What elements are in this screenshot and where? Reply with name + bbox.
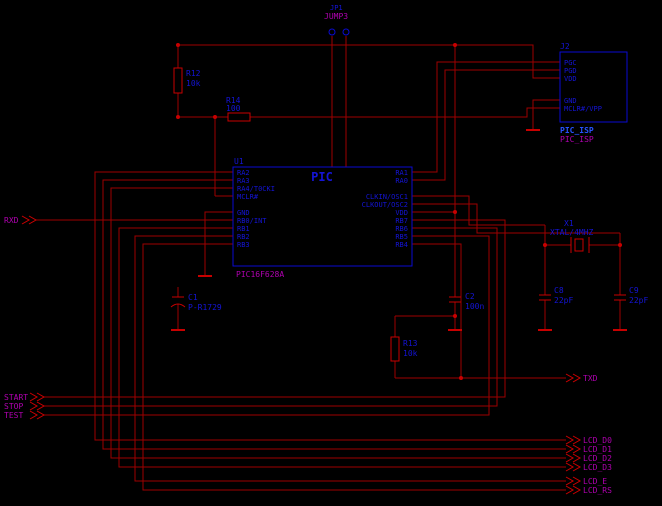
net-label-start: START <box>4 393 28 402</box>
net-label-stop: STOP <box>4 402 23 411</box>
text-layer: JP1 JUMP3 U1 PIC PIC16F628A RA2 RA3 RA4/… <box>4 4 648 495</box>
isp-name: PIC_ISP <box>560 126 594 135</box>
net-arrow-lcd-rs <box>565 485 582 495</box>
jumper-designator: JP1 <box>330 4 343 12</box>
pin-label-rb3: RB3 <box>237 241 250 249</box>
pin-label-rb0: RB0/INT <box>237 217 267 225</box>
r12-value: 10k <box>186 79 201 88</box>
net-arrow-rxd <box>21 215 38 225</box>
jumper-JP1 <box>328 28 350 36</box>
jumper-pin-icon <box>342 28 350 36</box>
net-arrow-lcd-d3 <box>565 462 582 472</box>
x1-value: XTAL/4MHZ <box>550 228 594 237</box>
mcu-value: PIC16F628A <box>236 270 284 279</box>
pin-label-ra3: RA3 <box>237 177 250 185</box>
ground-symbols <box>171 129 627 331</box>
c9-designator: C9 <box>629 286 639 295</box>
net-arrow-test <box>29 410 46 420</box>
capacitor-C1 <box>170 296 186 308</box>
capacitor-C2 <box>449 296 461 303</box>
isp-pin-mclr: MCLR#/VPP <box>564 105 602 113</box>
c2-designator: C2 <box>465 292 475 301</box>
wire-layer <box>36 36 621 491</box>
isp-designator: J2 <box>560 42 570 51</box>
net-arrow-txd <box>565 373 582 383</box>
mcu-body <box>232 166 413 267</box>
net-label-lcd-d0: LCD_D0 <box>583 436 612 445</box>
isp-pin-vdd: VDD <box>564 75 577 83</box>
c8-designator: C8 <box>554 286 564 295</box>
net-label-lcd-d1: LCD_D1 <box>583 445 612 454</box>
jumper-value: JUMP3 <box>324 12 348 21</box>
net-label-test: TEST <box>4 411 23 420</box>
pin-label-rb1: RB1 <box>237 225 250 233</box>
pin-label-vdd: VDD <box>395 209 408 217</box>
resistor-R12 <box>173 67 183 94</box>
pin-label-rb7: RB7 <box>395 217 408 225</box>
r14-designator: R14 <box>226 96 241 105</box>
pin-label-mclr: MCLR# <box>237 193 259 201</box>
net-label-lcd-d2: LCD_D2 <box>583 454 612 463</box>
c1-designator: C1 <box>188 293 198 302</box>
net-arrow-stop <box>29 401 46 411</box>
net-label-lcd-e: LCD_E <box>583 477 607 486</box>
pin-label-clkout: CLKOUT/OSC2 <box>362 201 408 209</box>
pin-label-ra2: RA2 <box>237 169 250 177</box>
jumper-pin-icon <box>328 28 336 36</box>
c8-value: 22pF <box>554 296 573 305</box>
isp-connector-body <box>559 51 628 123</box>
net-arrow-start <box>29 392 46 402</box>
isp-value: PIC_ISP <box>560 135 594 144</box>
mcu-designator: U1 <box>234 157 244 166</box>
r13-value: 10k <box>403 349 418 358</box>
net-label-txd: TXD <box>583 374 598 383</box>
net-label-rxd: RXD <box>4 216 19 225</box>
mcu-title: PIC <box>311 170 333 184</box>
capacitor-C8 <box>539 294 551 301</box>
junction-dots <box>176 43 622 380</box>
pin-label-rb6: RB6 <box>395 225 408 233</box>
pin-label-ra4: RA4/T0CKI <box>237 185 275 193</box>
pin-label-gnd: GND <box>237 209 250 217</box>
capacitor-C9 <box>614 294 626 301</box>
x1-designator: X1 <box>564 219 574 228</box>
r14-value: 100 <box>226 104 241 113</box>
pin-label-rb5: RB5 <box>395 233 408 241</box>
pin-label-ra0: RA0 <box>395 177 408 185</box>
isp-pin-pgd: PGD <box>564 67 577 75</box>
isp-pin-pgc: PGC <box>564 59 577 67</box>
r12-designator: R12 <box>186 69 201 78</box>
r13-designator: R13 <box>403 339 418 348</box>
resistor-R14 <box>227 112 251 122</box>
net-label-lcd-rs: LCD_RS <box>583 486 612 495</box>
crystal-X1 <box>570 237 590 253</box>
net-arrows <box>21 215 582 495</box>
net-arrow-lcd-d0 <box>565 435 582 445</box>
pin-label-clkin: CLKIN/OSC1 <box>366 193 408 201</box>
pin-label-ra1: RA1 <box>395 169 408 177</box>
net-arrow-lcd-d2 <box>565 453 582 463</box>
pin-label-rb2: RB2 <box>237 233 250 241</box>
c2-value: 100n <box>465 302 484 311</box>
pin-label-rb4: RB4 <box>395 241 408 249</box>
resistor-R13 <box>390 336 400 362</box>
c9-value: 22pF <box>629 296 648 305</box>
net-arrow-lcd-e <box>565 476 582 486</box>
net-arrow-lcd-d1 <box>565 444 582 454</box>
net-label-lcd-d3: LCD_D3 <box>583 463 612 472</box>
c1-value: P-R1729 <box>188 303 222 312</box>
isp-pin-gnd: GND <box>564 97 577 105</box>
